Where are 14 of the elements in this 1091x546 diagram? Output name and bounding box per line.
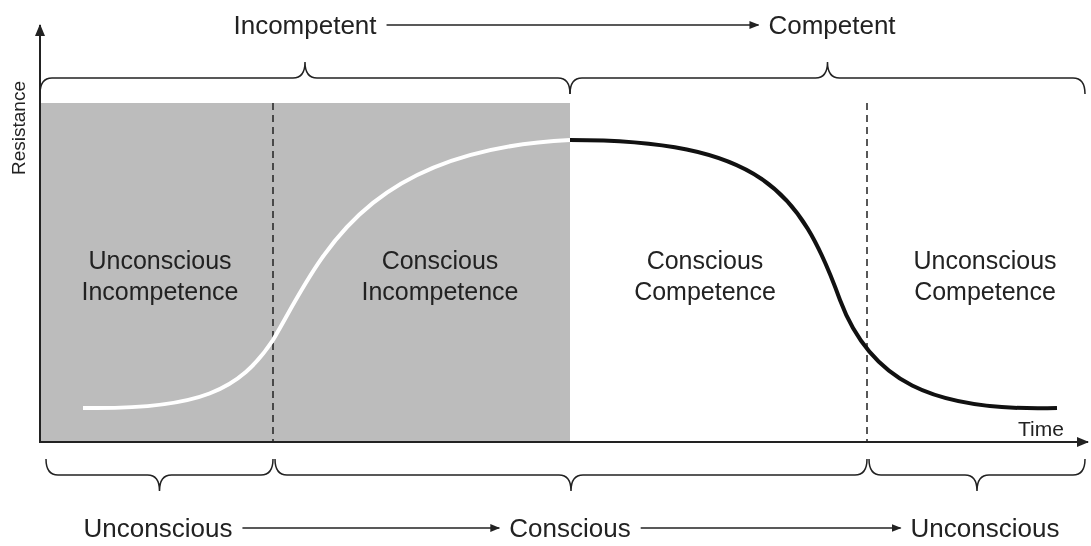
stage-text: Unconscious <box>83 515 233 541</box>
arrow <box>241 524 501 532</box>
phase-label: Conscious Competence <box>633 244 777 307</box>
phase-label: Unconscious Competence <box>912 244 1058 307</box>
axis-label: Resistance <box>8 81 28 175</box>
phase-label: Unconscious Incompetence <box>80 244 240 307</box>
phase-label: Conscious Incompetence <box>360 244 520 307</box>
axis-label: Time <box>1018 418 1064 439</box>
stage-text: Competent <box>768 12 896 38</box>
stage-text: Conscious <box>509 515 631 541</box>
arrow <box>639 524 902 532</box>
stage-text: Incompetent <box>233 12 377 38</box>
arrow <box>385 21 760 29</box>
stage-text: Unconscious <box>910 515 1060 541</box>
